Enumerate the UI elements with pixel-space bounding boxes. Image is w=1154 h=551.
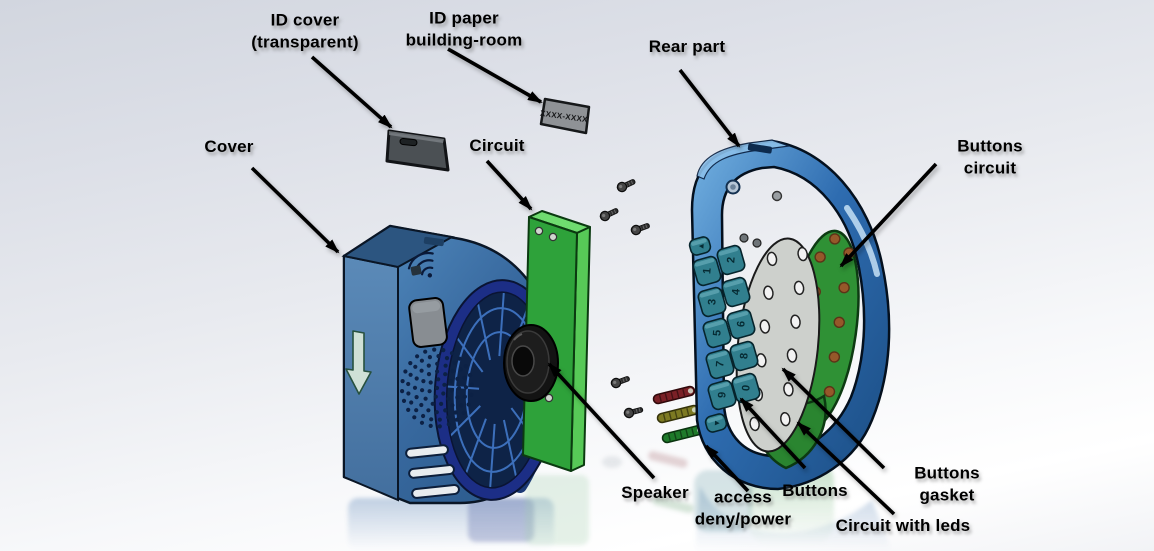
arrow-cover [250, 166, 340, 254]
keypad-key: 0 [731, 372, 761, 404]
arrow-buttons-circuit [839, 162, 938, 268]
keypad-key: 9 [707, 379, 737, 411]
part-id-cover [385, 129, 450, 172]
arrow-id-paper [447, 47, 543, 104]
keypad-key: 6 [726, 308, 756, 340]
led-strips [652, 385, 705, 444]
arrow-speaker [547, 362, 656, 480]
arrow-buttons [739, 397, 807, 470]
arrow-circuit-leds [796, 421, 896, 516]
svg-text:6: 6 [735, 321, 747, 328]
part-rear-assembly: ▲ 1 2 3 4 5 6 7 8 9 0 ▼ [688, 139, 891, 491]
keypad-key: 8 [729, 340, 759, 372]
keypad-key: 4 [721, 276, 751, 308]
keypad-key: 7 [705, 348, 735, 380]
svg-text:8: 8 [738, 353, 750, 360]
keypad-key: 3 [697, 286, 727, 318]
svg-text:2: 2 [725, 257, 737, 264]
svg-text:1: 1 [701, 268, 713, 275]
svg-text:0: 0 [740, 385, 752, 392]
arrow-rear-part [678, 68, 741, 148]
svg-text:4: 4 [730, 288, 742, 296]
svg-text:7: 7 [714, 361, 726, 368]
cover-vents [405, 444, 460, 499]
svg-text:3: 3 [706, 299, 718, 306]
keypad-key: ▲ [688, 236, 712, 256]
keypad-key: 2 [716, 244, 746, 276]
arrow-id-cover [310, 55, 393, 129]
part-id-paper: XXXX-XXXX [540, 97, 591, 135]
annotation-arrows [250, 47, 938, 516]
keypad-key: 1 [692, 255, 722, 287]
svg-text:9: 9 [716, 392, 728, 399]
cover-id-window [408, 297, 448, 348]
arrow-buttons-gasket [781, 367, 886, 470]
cover-speaker-grille [400, 347, 474, 429]
screws [599, 179, 650, 419]
arrow-circuit [485, 159, 533, 211]
part-buttons-keypad: ▲ 1 2 3 4 5 6 7 8 9 0 ▼ [688, 236, 761, 433]
keypad-key: 5 [702, 317, 732, 349]
svg-text:▼: ▼ [712, 419, 722, 428]
svg-text:5: 5 [711, 330, 723, 337]
down-arrow-marking [345, 330, 372, 395]
keypad-key: ▼ [704, 413, 728, 433]
arrow-access-deny [704, 444, 750, 493]
part-speaker [503, 324, 559, 402]
svg-text:▲: ▲ [696, 242, 706, 251]
